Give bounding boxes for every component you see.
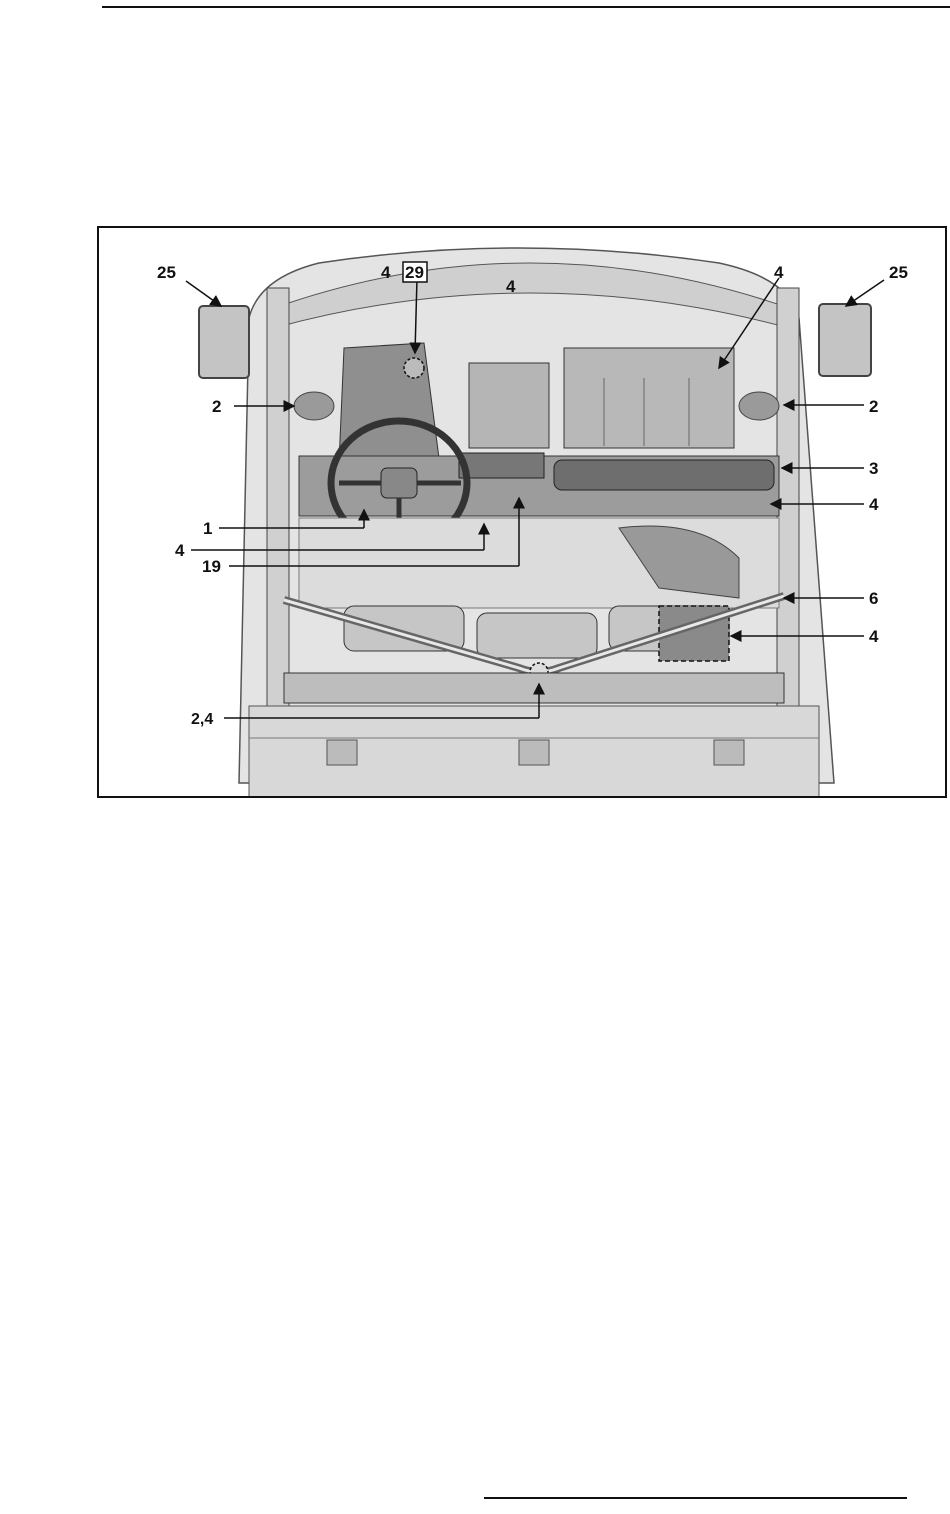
a-pillar-right: [777, 288, 799, 718]
callout-speaker-right: 2: [869, 397, 878, 416]
switch-panel: [459, 453, 544, 478]
seat-middle: [477, 613, 597, 658]
callout-mirror-left: 25: [157, 263, 176, 282]
callout-dash-dot: 29: [405, 263, 424, 282]
callout-center-console: 19: [202, 557, 221, 576]
speaker-right: [739, 392, 779, 420]
passenger-dash-tray: [554, 460, 774, 490]
callout-mirror-right: 25: [889, 263, 908, 282]
glovebox-center: [469, 363, 549, 448]
header-rule: [102, 6, 950, 8]
steering-hub: [381, 468, 417, 498]
rear-crossmember: [284, 673, 784, 703]
vehicle-cab-figure: 25 25 4 29 4 4 2 2 3 4 1 4 19 6 4 2,4: [97, 226, 947, 798]
callout-glovebox: 4: [506, 277, 516, 296]
callout-seat-box: 4: [869, 627, 879, 646]
speaker-left: [294, 392, 334, 420]
mirror-right: [819, 304, 871, 376]
callout-column: 4: [175, 541, 185, 560]
cab-illustration: 25 25 4 29 4 4 2 2 3 4 1 4 19 6 4 2,4: [99, 228, 947, 798]
callout-dash-left: 4: [381, 263, 391, 282]
driver-upper-panel: [339, 343, 439, 463]
callout-steering: 1: [203, 519, 212, 538]
a-pillar-left: [267, 288, 289, 718]
callout-speaker-left: 2: [212, 397, 221, 416]
dash-dot-marker: [404, 358, 424, 378]
callout-dash-right-upper: 3: [869, 459, 878, 478]
callout-dash-right-lower: 4: [869, 495, 879, 514]
mirror-left: [199, 306, 249, 378]
callout-rear-center: 2,4: [191, 711, 213, 728]
callout-passenger-box: 4: [774, 263, 784, 282]
footer-rule: [484, 1497, 907, 1499]
passenger-storage: [564, 348, 734, 448]
callout-rollbar: 6: [869, 589, 878, 608]
